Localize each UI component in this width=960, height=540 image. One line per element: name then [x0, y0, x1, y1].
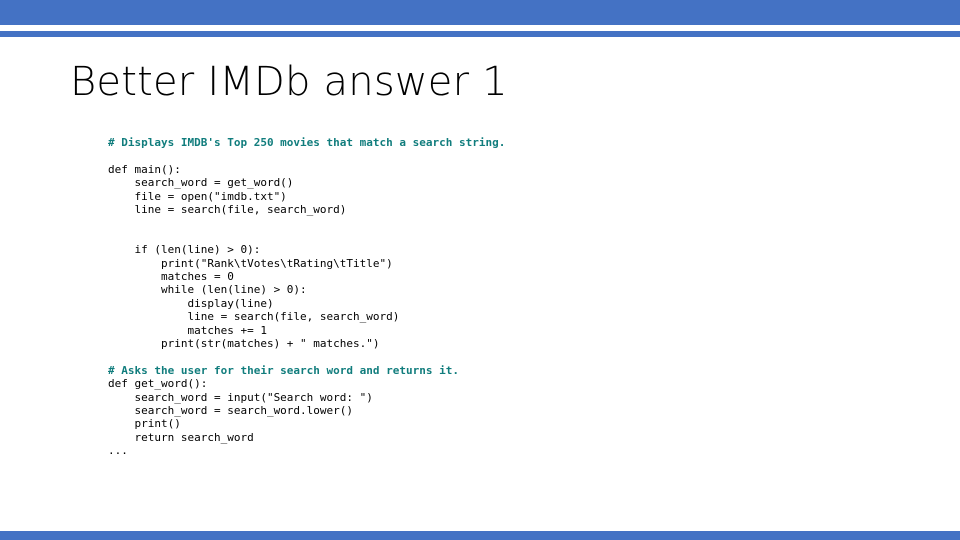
code-comment-line: # Asks the user for their search word an… [108, 363, 459, 377]
code-blank-line [108, 350, 868, 363]
bottom-accent-band [0, 531, 960, 540]
code-line: display(line) [108, 296, 274, 310]
code-blank-line [108, 230, 868, 243]
code-line: print("Rank\tVotes\tRating\tTitle") [108, 256, 393, 270]
code-line: print(str(matches) + " matches.") [108, 337, 380, 351]
code-line: line = search(file, search_word) [108, 310, 400, 324]
code-line: search_word = input("Search word: ") [108, 390, 373, 404]
code-line: return search_word [108, 430, 254, 444]
top-accent-band [0, 0, 960, 25]
code-line: ... [108, 444, 128, 458]
code-line: def get_word(): [108, 377, 208, 391]
code-line: matches += 1 [108, 323, 267, 337]
code-line: search_word = search_word.lower() [108, 404, 354, 418]
code-blank-line [108, 216, 868, 229]
code-line: line = search(file, search_word) [108, 203, 347, 217]
code-comment-line: # Displays IMDB's Top 250 movies that ma… [108, 136, 506, 149]
code-line: print() [108, 417, 181, 431]
code-line: if (len(line) > 0): [108, 243, 261, 257]
code-line: matches = 0 [108, 270, 234, 284]
code-line: def main(): [108, 162, 181, 176]
code-listing: # Displays IMDB's Top 250 movies that ma… [108, 136, 868, 458]
top-accent-rule [0, 31, 960, 37]
code-line: search_word = get_word() [108, 176, 294, 190]
page-title: Better IMDb answer 1 [70, 59, 508, 105]
code-line: file = open("imdb.txt") [108, 189, 287, 203]
code-blank-line [108, 149, 868, 162]
code-line: while (len(line) > 0): [108, 283, 307, 297]
